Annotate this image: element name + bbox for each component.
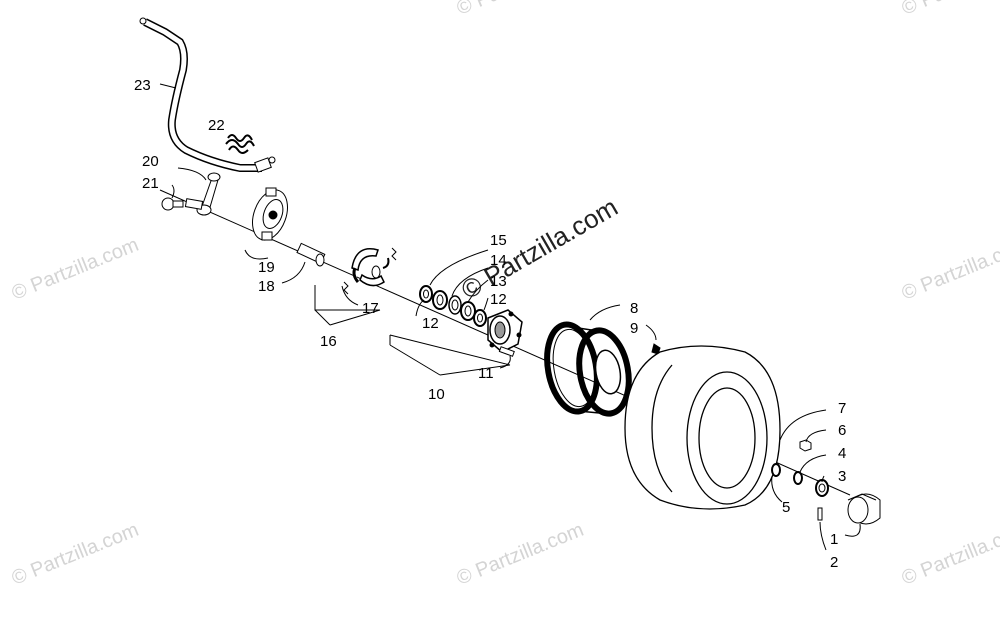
- label-4: 4: [838, 445, 846, 462]
- label-2: 2: [830, 554, 838, 571]
- label-1: 1: [830, 531, 838, 548]
- watermark-left: © Partzilla.com: [9, 234, 142, 305]
- brake-backing-plate: [252, 187, 288, 241]
- label-11: 11: [478, 365, 494, 382]
- label-20: 20: [142, 153, 159, 170]
- cam-shaft: [296, 242, 326, 267]
- watermark-top-right: © Partzilla.com: [899, 0, 1000, 20]
- washer-4: [793, 471, 803, 485]
- label-21: 21: [142, 175, 159, 192]
- label-23: 23: [134, 77, 151, 94]
- spacer-14: [448, 295, 462, 315]
- label-16: 16: [320, 333, 337, 350]
- label-19: 19: [258, 259, 275, 276]
- leader-lines: [159, 83, 861, 551]
- wheel-rim: [544, 321, 632, 417]
- label-12-left: 12: [422, 315, 439, 332]
- label-17: 17: [362, 300, 379, 317]
- watermark-bottom-center: © Partzilla.com: [454, 519, 587, 590]
- hub-cap: [847, 493, 881, 525]
- label-8: 8: [630, 300, 638, 317]
- watermark-top-center: © Partzilla.com: [454, 0, 587, 20]
- bearing-13: [460, 301, 476, 321]
- wheel-stud: [498, 346, 515, 357]
- wheel-hub: [487, 309, 523, 353]
- brake-cable: [139, 17, 276, 173]
- watermark-bottom-left: © Partzilla.com: [9, 519, 142, 590]
- brake-shoes: [343, 247, 397, 295]
- label-7: 7: [838, 400, 846, 417]
- part-number-labels: 1 2 3 4 5 6 7 8 9 10 11 12 12 13 14 15 1…: [134, 77, 846, 571]
- seal-12-left: [419, 285, 433, 303]
- label-5: 5: [782, 499, 790, 516]
- axle-nut-3: [815, 479, 829, 497]
- watermark-center: © Partzilla.com: [456, 192, 623, 306]
- watermark-right: © Partzilla.com: [899, 234, 1000, 305]
- label-14: 14: [490, 252, 507, 269]
- lever-bolt: [161, 197, 184, 211]
- nut-6: [799, 439, 812, 452]
- washer-5: [771, 463, 781, 477]
- seal-12-right: [473, 309, 487, 327]
- tire: [624, 345, 781, 510]
- brake-lever: [184, 172, 221, 216]
- label-22: 22: [208, 117, 225, 134]
- bearing-15: [432, 290, 448, 310]
- label-9: 9: [630, 320, 638, 337]
- label-15: 15: [490, 232, 507, 249]
- watermark-bottom-right: © Partzilla.com: [899, 519, 1000, 590]
- label-18: 18: [258, 278, 275, 295]
- cotter-pin-2: [817, 507, 823, 521]
- label-3: 3: [838, 468, 846, 485]
- label-6: 6: [838, 422, 846, 439]
- label-10: 10: [428, 386, 445, 403]
- label-12-right: 12: [490, 291, 507, 308]
- label-13: 13: [490, 273, 507, 290]
- spring: [225, 134, 255, 154]
